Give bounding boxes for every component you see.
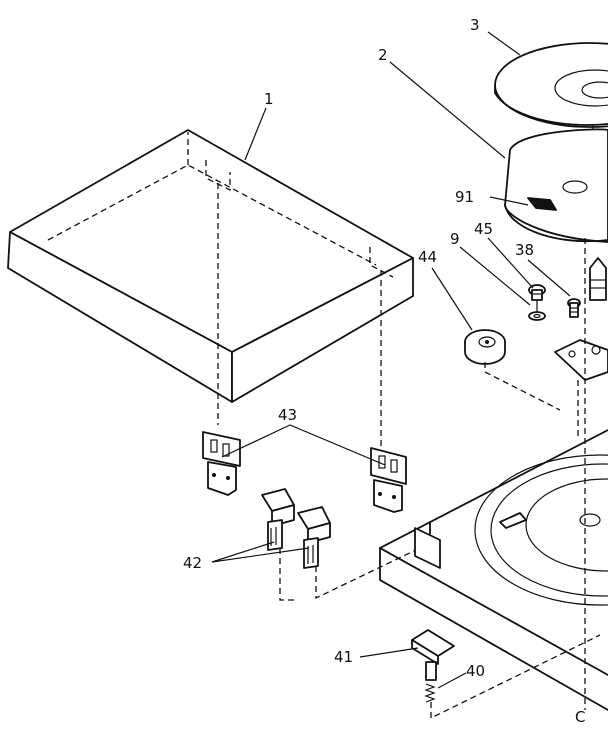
spindle-part [589,257,607,301]
callout-labels: 1 2 3 91 9 45 38 44 43 42 41 40 C [183,16,585,726]
callout-38: 38 [515,241,534,259]
knob-41-part [411,629,455,681]
hinge-left-part [202,431,241,496]
hinge-spring-right-part [297,506,331,569]
callout-40: 40 [466,662,485,680]
callout-2: 2 [378,46,388,64]
callout-45: 45 [474,220,493,238]
callout-1: 1 [264,90,274,108]
spring-40-part [424,683,436,703]
motor-bracket-part [554,339,608,440]
callout-43: 43 [278,406,297,424]
leader-lines [211,31,571,689]
callout-41: 41 [334,648,353,666]
callout-3: 3 [470,16,480,34]
hinge-right-part [370,447,407,513]
callout-9: 9 [450,230,460,248]
washer-9-part [528,311,546,321]
dust-cover-part [7,129,414,448]
turntable-mat-part [494,42,608,160]
screw-38-part [567,298,581,318]
idler-wheel-part [464,329,506,365]
screw-45-part [528,284,546,301]
callout-91: 91 [455,188,474,206]
callout-c: C [575,708,585,726]
callout-42: 42 [183,554,202,572]
callout-44: 44 [418,248,437,266]
platter-part [504,128,608,243]
chassis-base-part [379,429,608,711]
hinge-spring-left-part [261,488,295,551]
